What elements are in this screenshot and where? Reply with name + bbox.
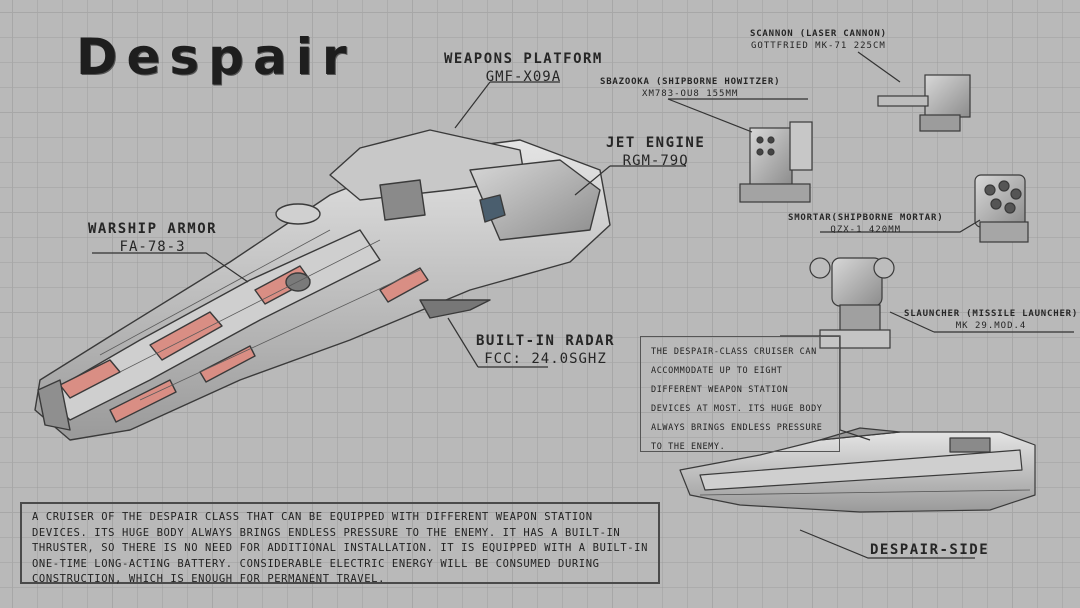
cruiser-main-view: [34, 129, 611, 441]
slauncher-module: [809, 257, 895, 349]
capacity-note: The Despair-class cruiser can accommodat…: [640, 336, 840, 452]
scannon-model: Gottfried Mk-71 225cm: [751, 41, 886, 51]
label-weapons-platform: Weapons Platform GMF-X09A: [444, 50, 603, 86]
label-builtin-radar: Built-in Radar FCC: 24.0SGHz: [476, 332, 615, 368]
label-warship-armor: Warship Armor FA-78-3: [88, 220, 217, 256]
warship-armor-name: Warship Armor: [88, 221, 218, 237]
description-box: A cruiser of the Despair class that can …: [20, 502, 660, 585]
slauncher-model: Mk 29.Mod.4: [955, 321, 1027, 331]
sbazooka-module: [739, 121, 813, 203]
smortar-model: QZX-1 420mm: [830, 225, 902, 235]
weapons-platform-name: Weapons Platform: [444, 51, 603, 67]
slauncher-name: SLauncher (Missile Launcher): [904, 309, 1079, 319]
sbazooka-name: SBazooka (Shipborne Howitzer): [600, 77, 781, 87]
sbazooka-model: XM783-OU8 155mm: [642, 89, 739, 99]
label-smortar: SMortar(Shipborne Mortar) QZX-1 420mm: [788, 212, 943, 236]
jet-engine-model: RGM-79Q: [622, 153, 689, 169]
cruiser-side-view: [679, 427, 1036, 513]
warship-armor-model: FA-78-3: [119, 239, 186, 255]
smortar-name: SMortar(Shipborne Mortar): [788, 213, 944, 223]
scannon-module: [877, 74, 971, 132]
label-sbazooka: SBazooka (Shipborne Howitzer) XM783-OU8 …: [600, 76, 780, 100]
label-scannon: SCannon (Laser Cannon) Gottfried Mk-71 2…: [750, 28, 887, 52]
label-side-view: Despair-side: [870, 542, 990, 558]
smortar-module: [974, 174, 1029, 243]
jet-engine-name: Jet Engine: [606, 135, 706, 151]
label-slauncher: SLauncher (Missile Launcher) Mk 29.Mod.4: [904, 308, 1078, 332]
builtin-radar-model: FCC: 24.0SGHz: [484, 351, 607, 367]
label-jet-engine: Jet Engine RGM-79Q: [606, 134, 705, 170]
page-title: Despair: [76, 28, 356, 86]
weapons-platform-model: GMF-X09A: [485, 69, 562, 85]
builtin-radar-name: Built-in Radar: [476, 333, 616, 349]
scannon-name: SCannon (Laser Cannon): [750, 29, 887, 39]
